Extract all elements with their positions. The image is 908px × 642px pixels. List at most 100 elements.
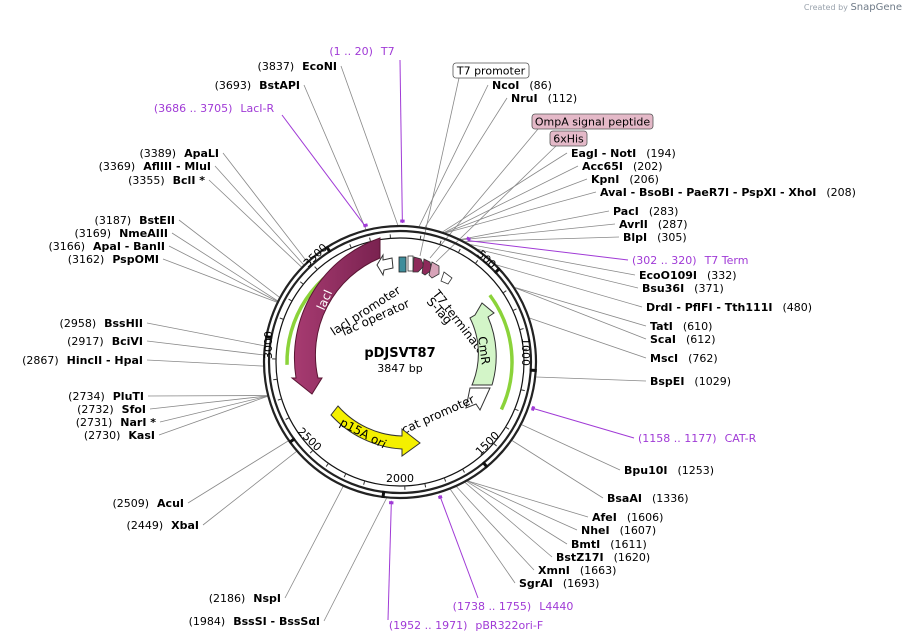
feature-box[interactable] [452, 62, 530, 79]
primer-label[interactable]: (1 .. 20)T7 [329, 45, 394, 58]
t7-promoter-box[interactable] [407, 255, 414, 272]
snapgene-logo: SnapGene [850, 2, 902, 13]
enzyme-label-right[interactable]: EagI - NotI(194) [571, 147, 676, 160]
enzyme-label-left[interactable]: (2917)BciVI [67, 335, 143, 348]
enzyme-label-right[interactable]: BspEI(1029) [650, 375, 731, 388]
enzyme-label-left[interactable]: (2867)HincII - HpaI [22, 354, 143, 367]
enzyme-label-left[interactable]: (3162)PspOMI [68, 253, 159, 266]
enzyme-position: (194) [646, 147, 676, 160]
enzyme-label-left[interactable]: (3169)NmeAIII [75, 227, 169, 240]
enzyme-leader-line [445, 178, 588, 234]
enzyme-leader-line [450, 489, 516, 584]
enzyme-label-left[interactable]: (2449)XbaI [127, 519, 199, 532]
enzyme-label-right[interactable]: DrdI - PflFI - Tth111I(480) [646, 301, 812, 314]
enzyme-leader-line [162, 258, 277, 303]
enzyme-label-right[interactable]: KpnI(206) [591, 173, 659, 186]
enzyme-position: (1611) [610, 538, 647, 551]
label-connectors [146, 59, 647, 622]
enzyme-label-right[interactable]: PacI(283) [613, 205, 678, 218]
enzyme-label-right[interactable]: SgrAI(1693) [519, 577, 599, 590]
enzyme-leader-line [323, 498, 387, 622]
enzyme-label-right[interactable]: Bpu10I(1253) [624, 464, 714, 477]
enzyme-label-left[interactable]: (3355)BclI * [128, 174, 205, 187]
enzyme-label-right[interactable]: NcoI(86) [492, 79, 552, 92]
enzyme-label-left[interactable]: (3369)AflIII - MluI [99, 160, 211, 173]
enzyme-label-right[interactable]: BmtI(1611) [571, 538, 647, 551]
backbone-inner-strand [267, 229, 533, 495]
enzyme-label-left[interactable]: (2730)KasI [84, 429, 155, 442]
enzyme-label-right[interactable]: NruI(112) [511, 92, 577, 105]
enzyme-label-left[interactable]: (3389)ApaLI [140, 147, 220, 160]
enzyme-label-right[interactable]: MscI(762) [650, 352, 718, 365]
feature-box[interactable] [531, 113, 654, 130]
enzyme-label-right[interactable]: AvrII(287) [619, 218, 688, 231]
enzyme-leader-line [146, 322, 265, 347]
ruler-minor-tick [273, 378, 278, 381]
ruler-minor-tick [288, 298, 293, 302]
enzyme-label-right[interactable]: ScaI(612) [650, 333, 716, 346]
lac-operator-box[interactable] [398, 256, 407, 273]
primer-label[interactable]: (1738 .. 1755)L4440 [453, 600, 574, 613]
feature-box[interactable] [549, 130, 588, 147]
enzyme-position: (305) [657, 231, 687, 244]
primer-range: (1952 .. 1971) [389, 619, 468, 632]
enzyme-label-left[interactable]: (2731)NarI * [76, 416, 157, 429]
cmr-arrow[interactable] [469, 302, 497, 386]
enzyme-name: Bsu36I [642, 282, 684, 295]
laci-promoter-arrow[interactable] [376, 253, 394, 277]
enzyme-position: (2958) [60, 317, 97, 330]
enzyme-position: (1029) [694, 375, 731, 388]
laci-arrow[interactable] [290, 237, 381, 395]
primer-site-mark [362, 223, 368, 228]
primer-label[interactable]: (1952 .. 1971)pBR322ori-F [389, 619, 543, 632]
enzyme-leader-line [515, 287, 647, 340]
enzyme-name: KasI [128, 429, 155, 442]
t7-terminator-marker[interactable] [440, 271, 453, 285]
enzyme-label-left[interactable]: (2732)SfoI [77, 403, 146, 416]
enzyme-label-right[interactable]: AfeI(1606) [592, 511, 663, 524]
enzyme-position: (3355) [128, 174, 165, 187]
enzyme-position: (3837) [258, 60, 295, 73]
enzyme-leader-line [168, 245, 278, 302]
enzyme-label-left[interactable]: (3187)BstEII [95, 214, 175, 227]
enzyme-label-right[interactable]: TatI(610) [650, 320, 712, 333]
enzyme-position: (3169) [75, 227, 112, 240]
s-tag-arrow[interactable] [428, 261, 440, 279]
enzyme-name: NcoI [492, 79, 519, 92]
enzyme-leader-line [465, 236, 620, 243]
primer-label[interactable]: (302 .. 320)T7 Term [632, 254, 748, 267]
enzyme-label-left[interactable]: (1984)BssSI - BssSαI [189, 615, 320, 628]
enzyme-label-right[interactable]: EcoO109I(332) [639, 269, 737, 282]
enzyme-label-left[interactable]: (3166)ApaI - BanII [48, 240, 165, 253]
primer-label[interactable]: (3686 .. 3705)LacI-R [154, 102, 275, 115]
enzyme-label-right[interactable]: BsaAI(1336) [607, 492, 689, 505]
primer-label[interactable]: (1158 .. 1177)CAT-R [638, 432, 757, 445]
enzyme-position: (1620) [614, 551, 651, 564]
ompa-arrow[interactable] [412, 256, 425, 273]
enzyme-leader-line [158, 395, 268, 436]
enzyme-label-left[interactable]: (2509)AcuI [112, 497, 184, 510]
primer-leader-line [467, 240, 629, 261]
enzyme-label-right[interactable]: Bsu36I(371) [642, 282, 724, 295]
cat-promoter-arrow[interactable] [465, 387, 491, 412]
enzyme-label-right[interactable]: AvaI - BsoBI - PaeR7I - PspXI - XhoI(208… [600, 186, 856, 199]
p15a-ori-arrow[interactable] [330, 405, 421, 457]
enzyme-label-left[interactable]: (2186)NspI [209, 592, 281, 605]
enzyme-label-left[interactable]: (2958)BssHII [60, 317, 143, 330]
enzyme-leader-line [187, 440, 289, 504]
enzyme-name: AflIII - MluI [143, 160, 211, 173]
enzyme-label-left[interactable]: (3837)EcoNI [258, 60, 337, 73]
enzyme-name: MscI [650, 352, 678, 365]
enzyme-label-right[interactable]: BstZ17I(1620) [556, 551, 650, 564]
ruler-minor-tick [277, 398, 282, 401]
enzyme-label-right[interactable]: XmnI(1663) [538, 564, 616, 577]
enzyme-label-right[interactable]: Acc65I(202) [582, 160, 663, 173]
ruler-tick-label-1500: 1500 [473, 429, 502, 458]
enzyme-label-left[interactable]: (3693)BstAPI [215, 79, 300, 92]
enzyme-label-right[interactable]: BlpI(305) [623, 231, 687, 244]
enzyme-name: NarI * [120, 416, 156, 429]
enzyme-label-right[interactable]: NheI(1607) [581, 524, 656, 537]
ruler-minor-tick [325, 462, 329, 467]
his-tag-arrow[interactable] [421, 258, 433, 276]
enzyme-label-left[interactable]: (2734)PluTI [68, 390, 144, 403]
